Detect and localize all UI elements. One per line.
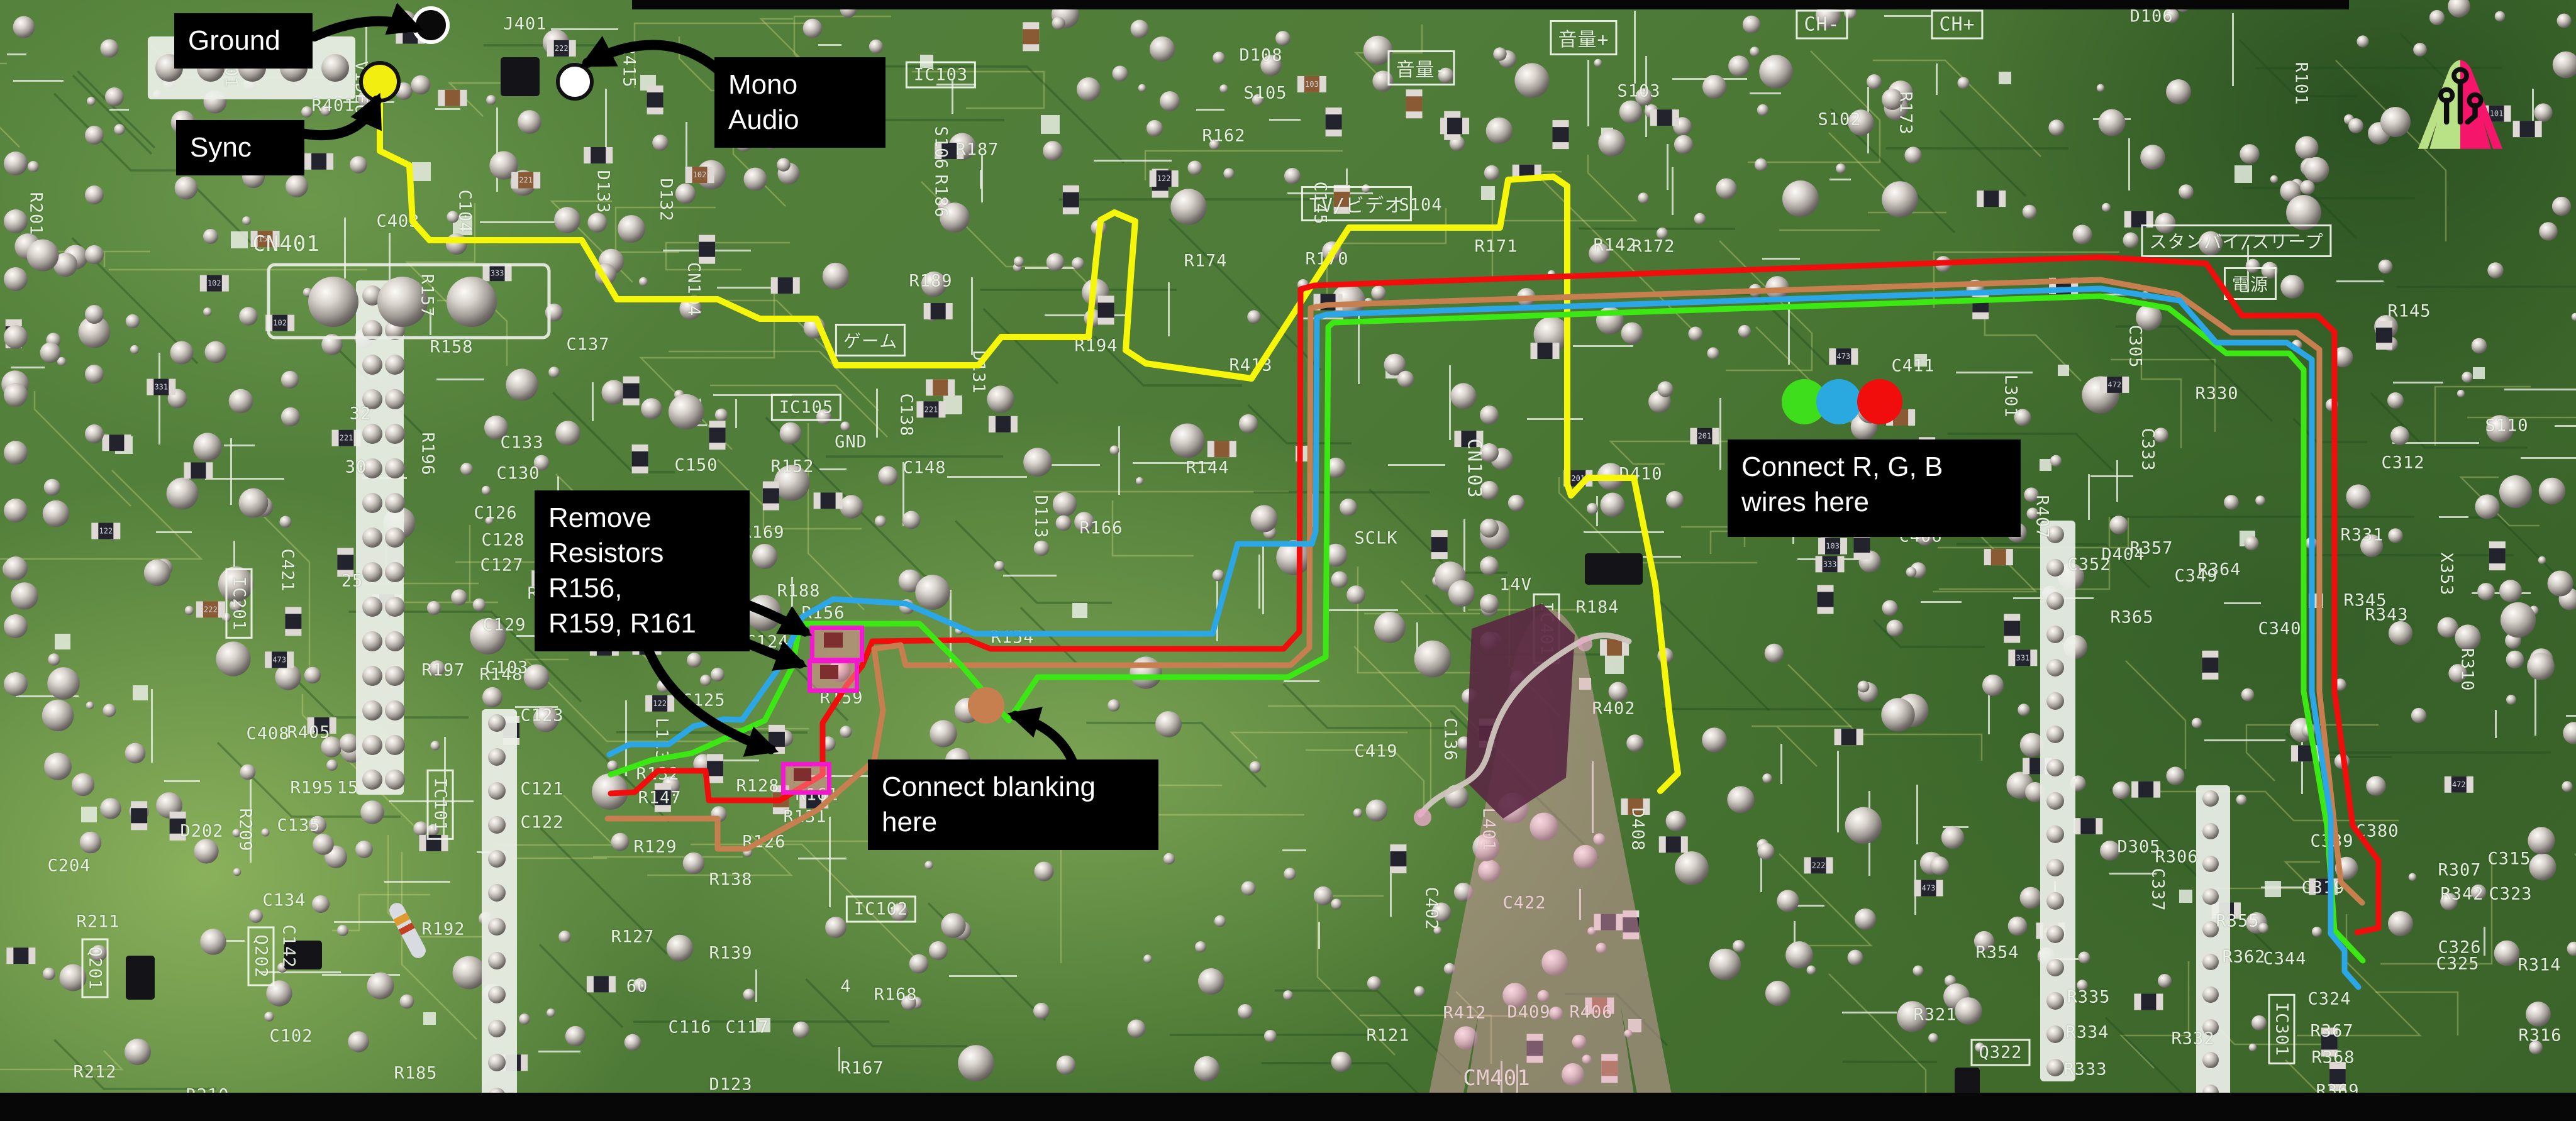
bottom-black-bar <box>0 1093 2576 1121</box>
silkscreen-R412: R412 <box>1443 1003 1487 1023</box>
silkscreen-R314: R314 <box>2518 955 2562 975</box>
silkscreen-C312: C312 <box>2381 453 2425 473</box>
silkscreen-R211: R211 <box>76 912 120 932</box>
callout-remove-resistors-text: Remove Resistors R156, R159, R161 <box>548 502 696 639</box>
callout-connect-rgb: Connect R, G, B wires here <box>1728 439 2021 537</box>
silkscreen-C408: C408 <box>246 724 290 744</box>
callout-connect-blanking: Connect blanking here <box>868 759 1158 850</box>
ground-point <box>412 6 450 44</box>
callout-connect-rgb-text: Connect R, G, B wires here <box>1741 451 1943 517</box>
silkscreen-Q322: Q322 <box>1970 1039 2031 1066</box>
silkscreen-R212: R212 <box>73 1062 117 1082</box>
silkscreen-C134: C134 <box>262 890 306 910</box>
silkscreen-D202: D202 <box>180 821 224 841</box>
silkscreen-C102: C102 <box>269 1026 313 1046</box>
red-wire-point <box>1857 379 1902 424</box>
silkscreen-C315: C315 <box>2487 849 2531 869</box>
silkscreen-J401: J401 <box>503 14 547 34</box>
silkscreen-CM401: CM401 <box>1463 1066 1531 1091</box>
silkscreen--: 音量- <box>1387 50 1455 86</box>
silkscreen-C326: C326 <box>2438 937 2482 958</box>
highlighted-resistor-body <box>823 632 843 648</box>
silkscreen-C325: C325 <box>2436 954 2480 974</box>
silkscreen-C324: C324 <box>2307 989 2351 1009</box>
silkscreen-R167: R167 <box>840 1058 884 1078</box>
blue-wire-point <box>1816 379 1862 424</box>
silkscreen-C116: C116 <box>668 1017 712 1037</box>
silkscreen-R307: R307 <box>2438 860 2482 880</box>
mono-audio-point <box>556 63 594 101</box>
highlighted-resistor-body <box>820 665 838 679</box>
callout-connect-blanking-text: Connect blanking here <box>882 771 1096 837</box>
callout-ground: Ground <box>174 13 313 69</box>
callout-sync: Sync <box>176 120 304 175</box>
silkscreen-R121: R121 <box>1366 1025 1410 1046</box>
silkscreen-CH: CH+ <box>1931 9 1984 40</box>
top-black-strip <box>632 0 2349 9</box>
callout-sync-text: Sync <box>190 132 252 163</box>
silkscreen-: 音量+ <box>1550 20 1618 55</box>
silkscreen-C122: C122 <box>520 812 564 832</box>
silkscreen-C323: C323 <box>2489 884 2533 904</box>
blanking-point <box>968 687 1004 724</box>
callout-mono-audio: Mono Audio <box>714 57 886 148</box>
silkscreen-R185: R185 <box>394 1063 438 1083</box>
callout-remove-resistors: Remove Resistors R156, R159, R161 <box>535 490 750 651</box>
circuit-a-logo <box>2418 60 2503 149</box>
silkscreen-R195: R195 <box>290 778 334 798</box>
silkscreen-C204: C204 <box>47 856 91 876</box>
silkscreen-D123: D123 <box>709 1074 753 1095</box>
silkscreen-R192: R192 <box>421 919 465 939</box>
callout-mono-audio-text: Mono Audio <box>728 69 799 135</box>
silkscreen-15: 15 <box>336 778 359 798</box>
highlighted-resistor-body <box>793 768 811 781</box>
callout-ground-text: Ground <box>188 25 280 56</box>
sync-point <box>359 61 401 102</box>
